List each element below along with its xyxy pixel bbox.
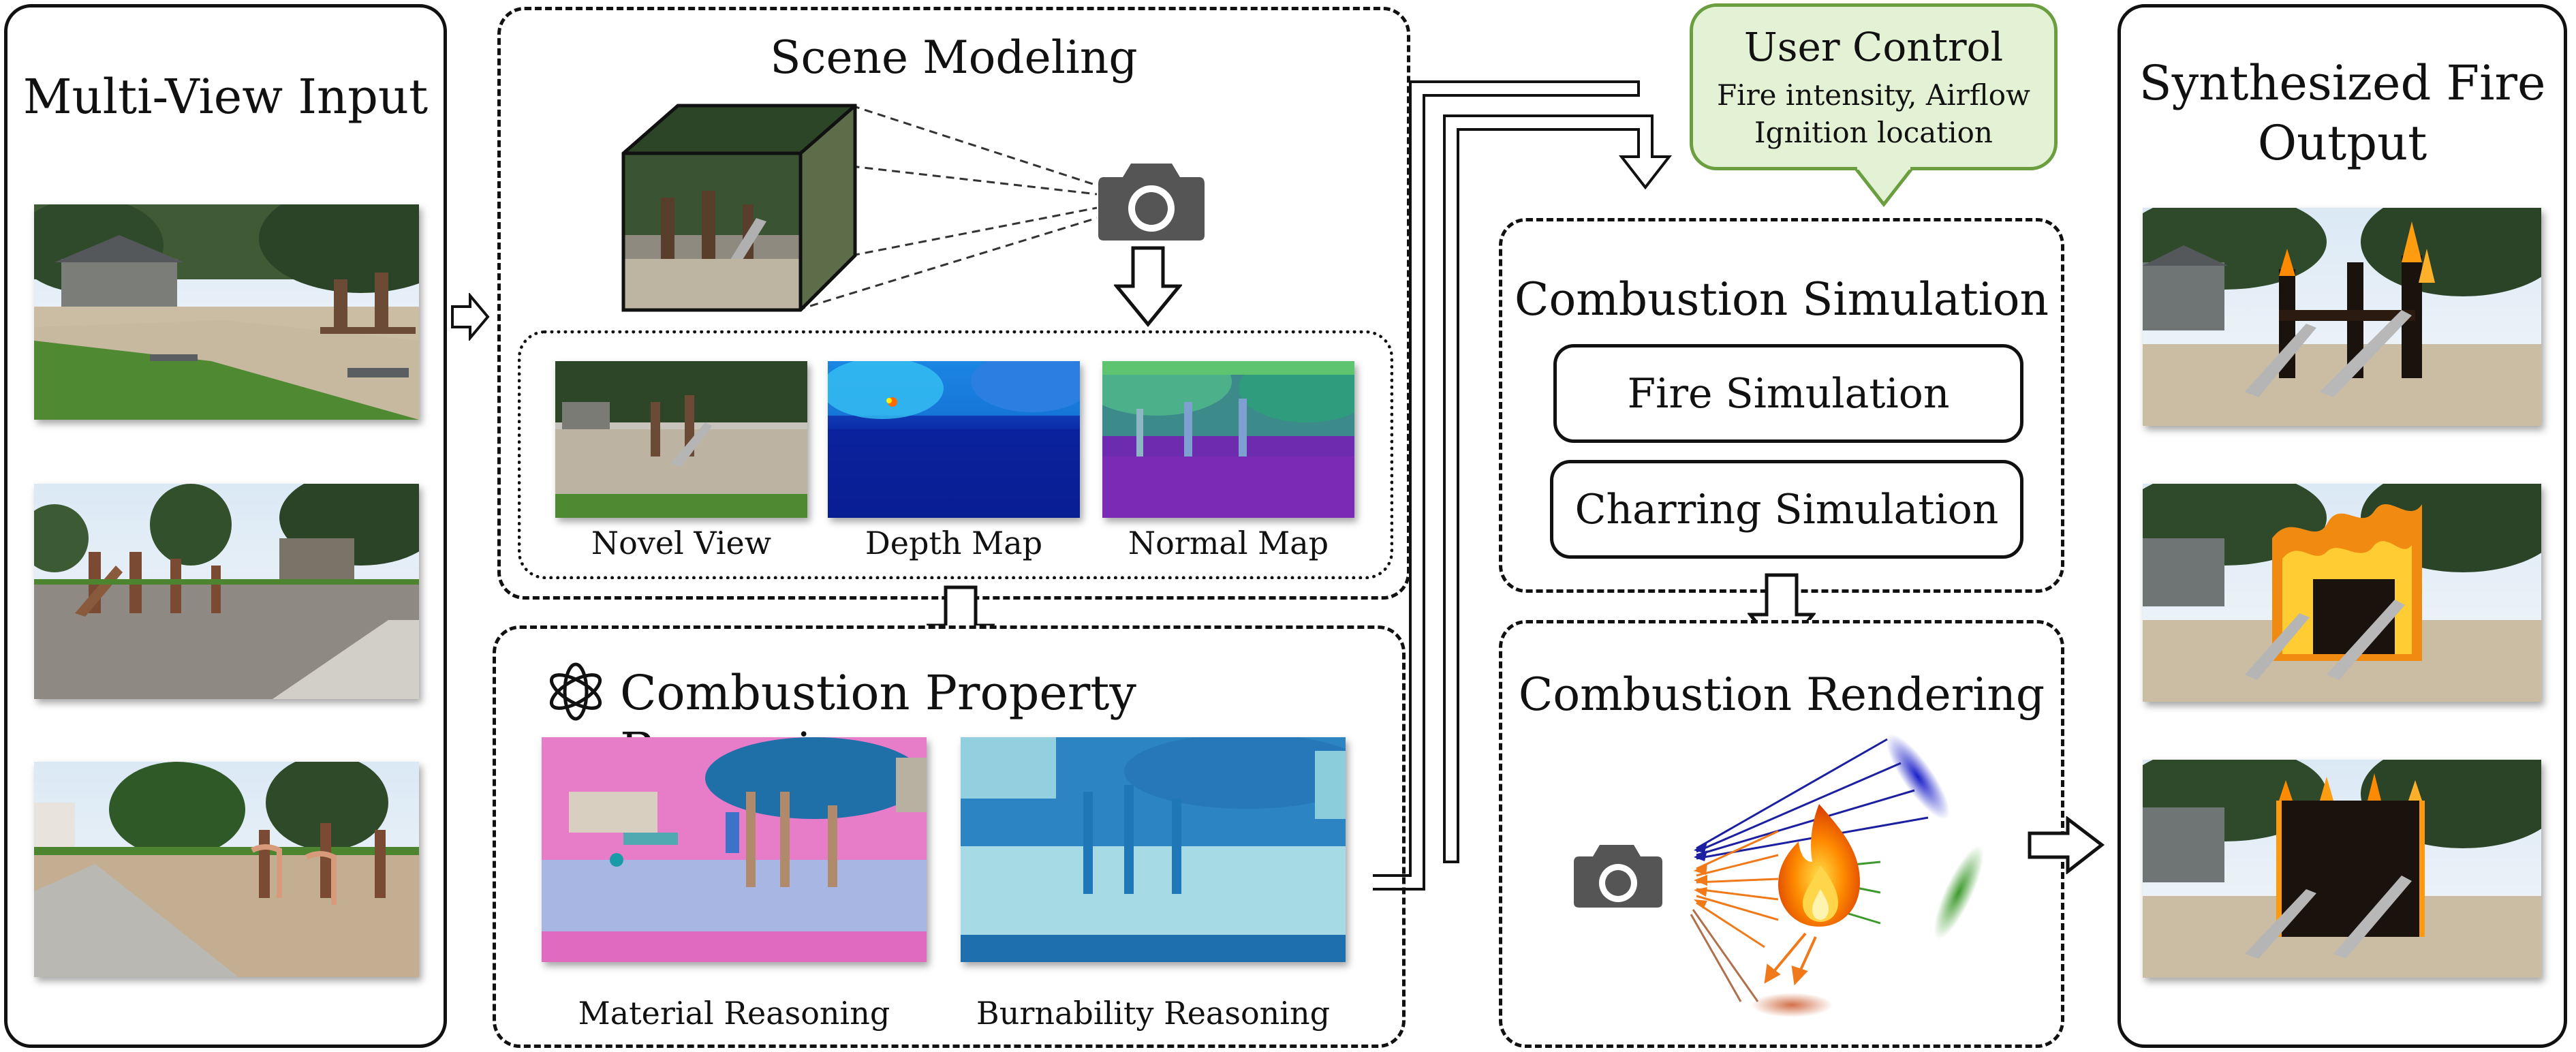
combustion-rendering-title: Combustion Rendering [1518,668,2045,721]
depth-map-image [828,361,1080,518]
burnability-reasoning-caption: Burnability Reasoning [976,995,1331,1032]
input-view-1 [34,204,419,420]
material-reasoning-caption: Material Reasoning [578,995,890,1032]
normal-map-caption: Normal Map [1128,525,1329,561]
user-control-pointer [1853,167,1914,208]
arrow-right [2028,816,2105,874]
burnability-reasoning-image [961,737,1346,962]
scene-modeling-title: Scene Modeling [770,31,1138,84]
novel-view-image [555,361,807,518]
rendering-illustration [1574,734,1984,1017]
openai-logo-icon [549,662,602,721]
output-title-line1: Synthesized Fire [2139,55,2546,111]
user-control-line1: Fire intensity, Airflow [1717,78,2030,112]
fire-icon [1778,804,1860,927]
combustion-simulation-title: Combustion Simulation [1514,273,2049,326]
user-control-line2: Ignition location [1754,116,1993,149]
input-view-3 [34,762,419,977]
scene-cube [621,104,1098,312]
normal-map-image [1102,361,1354,518]
output-view-2 [2143,484,2541,702]
charring-simulation-box: Charring Simulation [1550,460,2023,559]
input-view-2 [34,484,419,699]
arrow-right [451,293,490,341]
fire-simulation-box: Fire Simulation [1553,344,2023,443]
connector-arrow [1373,80,1673,891]
combustion-rendering-panel [1499,620,2064,1048]
user-control-title: User Control [1743,24,2004,70]
input-panel-title: Multi-View Input [22,69,429,125]
camera-icon [1098,164,1205,241]
output-title-line2: Output [2257,115,2427,171]
novel-view-caption: Novel View [591,525,772,561]
arrow-down [1114,246,1182,327]
depth-map-caption: Depth Map [865,525,1043,561]
output-view-3 [2143,760,2541,978]
output-view-1 [2143,208,2541,426]
camera-icon [1574,845,1662,908]
material-reasoning-image [542,737,927,962]
